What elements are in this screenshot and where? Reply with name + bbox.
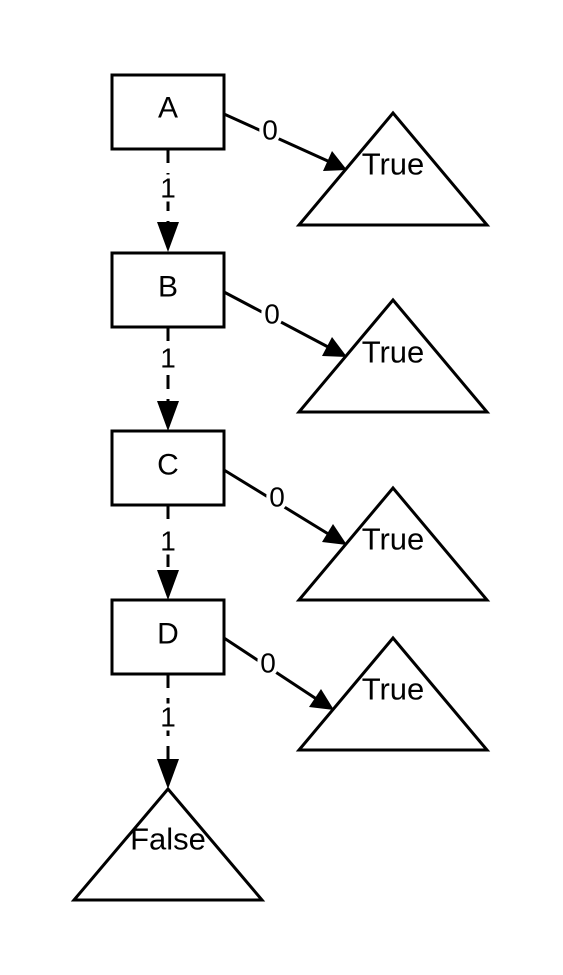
node-label: C: [157, 449, 179, 482]
arrowhead: [309, 689, 334, 710]
node-d: D: [110, 598, 226, 676]
leaf-b-true: True: [295, 297, 491, 414]
leaf-triangle: [295, 110, 491, 227]
edge-line: [223, 636, 319, 702]
edge-c-low: 0: [223, 468, 347, 545]
node-a: A: [110, 73, 226, 151]
edge-a-low: 0: [223, 111, 347, 171]
node-label: A: [158, 92, 178, 125]
leaf-triangle: [295, 485, 491, 602]
leaf-label: False: [130, 822, 206, 857]
edge-label: 1: [160, 526, 176, 557]
edge-label: 0: [269, 482, 285, 513]
edge-b-low: 0: [223, 290, 347, 357]
edge-c-high: 1: [156, 505, 180, 600]
leaf-label: True: [362, 522, 425, 557]
node-b: B: [110, 251, 226, 329]
leaf-c-true: True: [295, 485, 491, 602]
node-c: C: [110, 429, 226, 507]
arrowhead: [323, 151, 347, 171]
node-box: [110, 251, 226, 329]
node-label: D: [157, 618, 179, 651]
leaf-triangle: [295, 635, 491, 752]
edge-line: [223, 290, 331, 350]
leaf-a-true: True: [295, 110, 491, 227]
edge-a-high: 1: [156, 149, 180, 252]
arrowhead: [157, 401, 179, 431]
arrowhead: [157, 570, 179, 600]
edge-label: 1: [160, 173, 176, 204]
node-box: [110, 598, 226, 676]
edge-line: [223, 112, 331, 164]
arrowhead: [157, 759, 179, 789]
node-box: [110, 73, 226, 151]
edge-d-high: 1: [156, 674, 180, 789]
edge-label: 0: [262, 115, 278, 146]
leaf-false: False: [70, 786, 266, 902]
edge-label: 0: [264, 299, 280, 330]
leaf-label: True: [362, 335, 425, 370]
edge-label: 1: [160, 343, 176, 374]
edge-label: 0: [260, 648, 276, 679]
arrowhead: [322, 524, 347, 545]
node-label: B: [158, 271, 178, 304]
leaf-label: True: [362, 147, 425, 182]
leaf-label: True: [362, 672, 425, 707]
leaf-triangle: [70, 786, 266, 902]
leaf-d-true: True: [295, 635, 491, 752]
edge-line: [223, 468, 331, 537]
edge-d-low: 0: [223, 636, 334, 710]
arrowhead: [157, 222, 179, 252]
edge-b-high: 1: [156, 327, 180, 431]
edge-label: 1: [160, 702, 176, 733]
leaf-triangle: [295, 297, 491, 414]
node-box: [110, 429, 226, 507]
arrowhead: [322, 337, 347, 357]
